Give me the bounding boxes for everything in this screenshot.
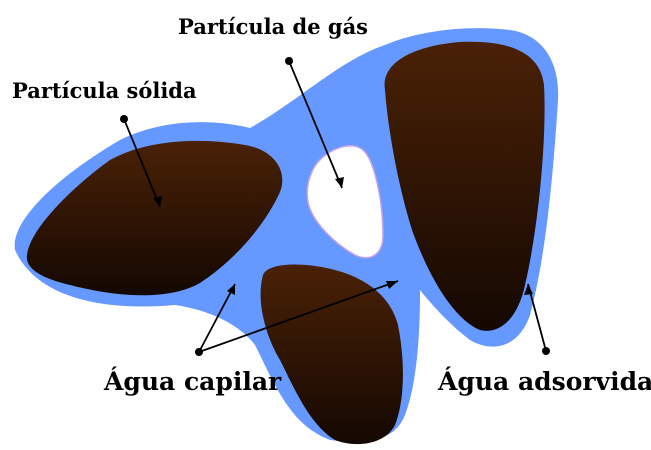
- leader-dot-capillary: [195, 348, 203, 356]
- label-solid-particle: Partícula sólida: [12, 78, 197, 103]
- label-gas-particle: Partícula de gás: [178, 14, 368, 39]
- leader-dot-solid: [120, 115, 128, 123]
- label-capillary-water: Água capilar: [103, 367, 282, 396]
- leader-dot-gas: [285, 57, 293, 65]
- label-adsorbed-water: Água adsorvida: [437, 367, 651, 396]
- leader-dot-adsorbed: [542, 347, 550, 355]
